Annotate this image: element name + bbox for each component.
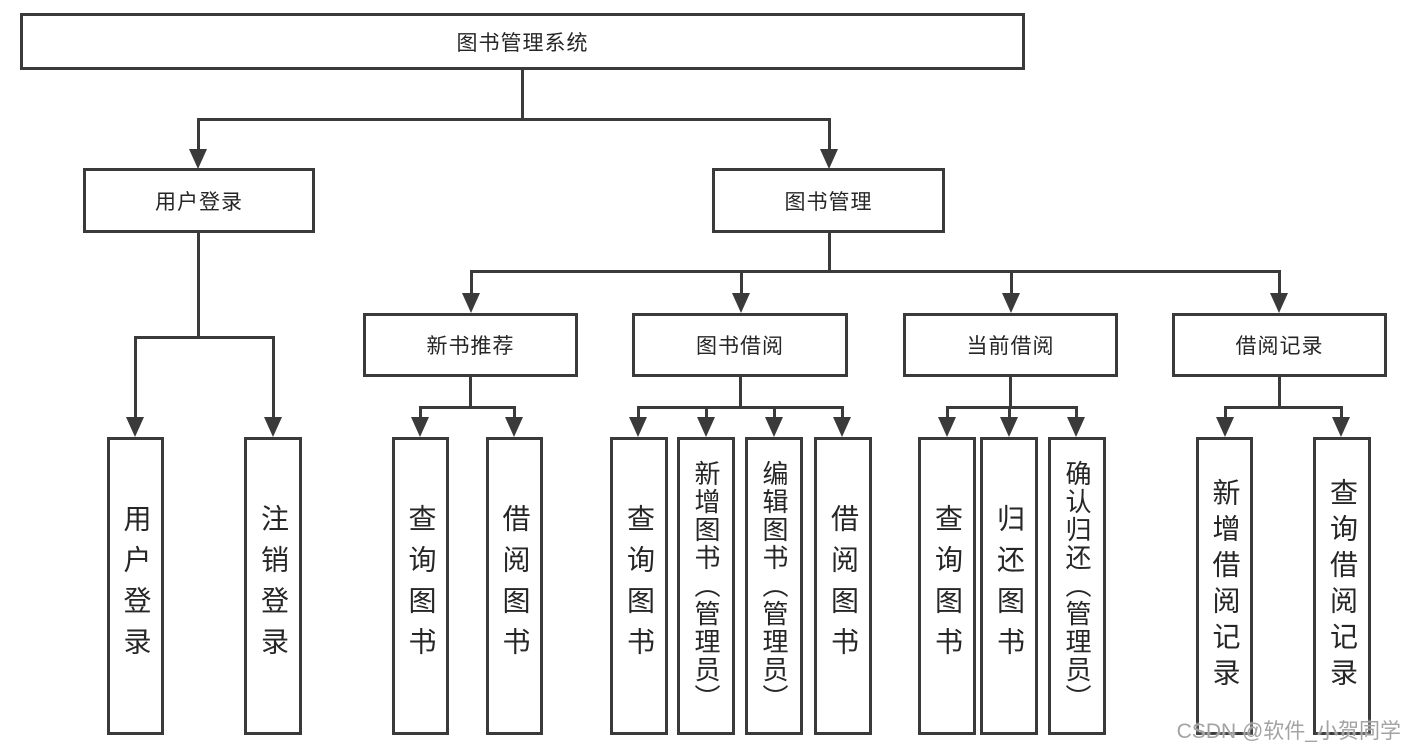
connector-line xyxy=(739,377,742,406)
connector-line xyxy=(1010,270,1013,296)
leaf-query-borrow-record: 查询借阅记录 xyxy=(1313,437,1371,735)
connector-line xyxy=(1340,406,1343,421)
leaf-borrow-book-recommend: 借阅图书 xyxy=(486,437,543,735)
connector-line xyxy=(828,118,831,152)
connector-line xyxy=(1224,406,1342,409)
connector-line xyxy=(1008,406,1011,421)
connector-line xyxy=(272,336,275,421)
leaf-confirm-return-admin: 确认归还（管理员） xyxy=(1048,437,1106,735)
arrowhead-down-icon xyxy=(411,417,429,437)
connector-line xyxy=(470,270,1280,273)
node-current-borrow: 当前借阅 xyxy=(903,313,1118,377)
arrowhead-down-icon xyxy=(1270,293,1288,313)
leaf-logout: 注销登录 xyxy=(244,437,302,735)
arrowhead-down-icon xyxy=(697,417,715,437)
arrowhead-down-icon xyxy=(462,293,480,313)
arrowhead-down-icon xyxy=(765,417,783,437)
leaf-user-login: 用户登录 xyxy=(107,437,164,735)
connector-line xyxy=(134,336,274,339)
node-borrow-records: 借阅记录 xyxy=(1172,313,1387,377)
arrowhead-down-icon xyxy=(505,417,523,437)
connector-line xyxy=(469,377,472,406)
connector-line xyxy=(513,406,516,421)
connector-line xyxy=(1224,406,1227,421)
leaf-add-book-admin: 新增图书（管理员） xyxy=(677,437,735,735)
connector-line xyxy=(705,406,708,421)
csdn-watermark: CSDN @软件_小贺同学 xyxy=(1176,720,1401,743)
connector-line xyxy=(470,270,473,296)
connector-line xyxy=(197,233,200,336)
connector-line xyxy=(946,406,1077,409)
connector-line xyxy=(419,406,515,409)
connector-line xyxy=(197,118,831,121)
arrowhead-down-icon xyxy=(820,149,838,169)
connector-line xyxy=(1009,377,1012,406)
leaf-query-book-current: 查询图书 xyxy=(918,437,976,735)
arrowhead-down-icon xyxy=(1332,417,1350,437)
connector-line xyxy=(1278,377,1281,406)
connector-line xyxy=(740,270,743,296)
leaf-query-book-recommend: 查询图书 xyxy=(392,437,449,735)
node-book-management: 图书管理 xyxy=(712,168,945,233)
arrowhead-down-icon xyxy=(1067,417,1085,437)
leaf-return-book: 归还图书 xyxy=(980,437,1038,735)
arrowhead-down-icon xyxy=(833,417,851,437)
connector-line xyxy=(773,406,776,421)
connector-line xyxy=(197,118,200,152)
arrowhead-down-icon xyxy=(126,417,144,437)
leaf-query-book-borrow: 查询图书 xyxy=(610,437,668,735)
node-book-borrow: 图书借阅 xyxy=(632,313,848,377)
node-new-book-recommend: 新书推荐 xyxy=(363,313,578,377)
connector-line xyxy=(419,406,422,421)
connector-line xyxy=(637,406,843,409)
arrowhead-down-icon xyxy=(938,417,956,437)
arrowhead-down-icon xyxy=(264,417,282,437)
leaf-add-borrow-record: 新增借阅记录 xyxy=(1196,437,1253,735)
connector-line xyxy=(1075,406,1078,421)
leaf-edit-book-admin: 编辑图书（管理员） xyxy=(745,437,803,735)
leaf-borrow-book: 借阅图书 xyxy=(814,437,872,735)
connector-line xyxy=(828,233,831,270)
connector-line xyxy=(946,406,949,421)
arrowhead-down-icon xyxy=(1000,417,1018,437)
arrowhead-down-icon xyxy=(1002,293,1020,313)
arrowhead-down-icon xyxy=(629,417,647,437)
connector-line xyxy=(521,70,524,118)
arrowhead-down-icon xyxy=(189,149,207,169)
connector-line xyxy=(841,406,844,421)
node-library-system: 图书管理系统 xyxy=(20,13,1025,70)
connector-line xyxy=(1278,270,1281,296)
arrowhead-down-icon xyxy=(1216,417,1234,437)
connector-line xyxy=(134,336,137,421)
arrowhead-down-icon xyxy=(732,293,750,313)
node-user-login: 用户登录 xyxy=(83,168,315,233)
connector-line xyxy=(637,406,640,421)
